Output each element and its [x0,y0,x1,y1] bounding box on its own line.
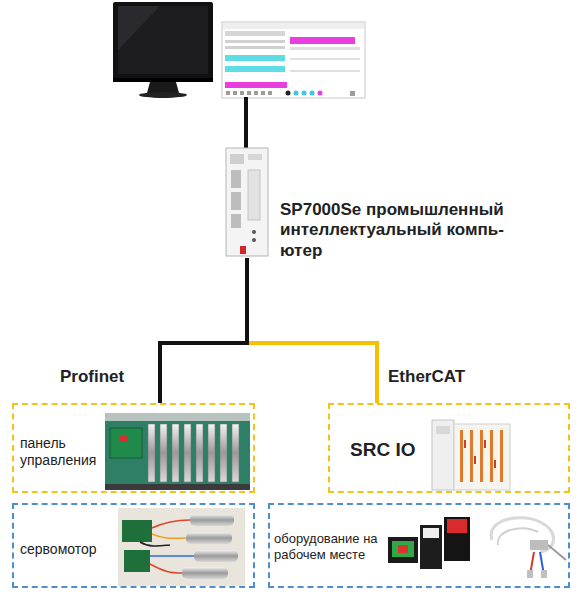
node-label: оборудование на рабочем месте [274,531,392,562]
buttons-photo [388,517,470,569]
protocol-label: EtherCAT [388,367,465,387]
device-box: оборудование на рабочем месте [268,503,570,588]
node-label: SRC IO [350,439,440,462]
network-link [247,258,377,403]
software-screenshot [222,22,365,98]
protocol-box: панель управления [12,403,255,493]
node-label: сервомотор [20,541,124,558]
io-module-photo [432,420,510,490]
temperature-sensor-photo [491,518,566,578]
monitor-cable [244,97,248,149]
protocol-box: SRC IO [328,403,570,493]
node-label: панель управления [20,435,112,469]
computer-illustration [226,148,268,256]
computer-node: SP7000Se промышленный интеллектуальный к… [224,148,270,258]
protocol-label: Profinet [60,367,124,387]
node-heading: SP7000Se промышленный интеллектуальный к… [280,200,542,261]
network-link [160,258,247,403]
device-box: сервомотор [12,503,255,588]
servomotor-photo [118,508,245,586]
monitor-illustration [113,2,213,98]
control-panel-photo [105,413,250,490]
